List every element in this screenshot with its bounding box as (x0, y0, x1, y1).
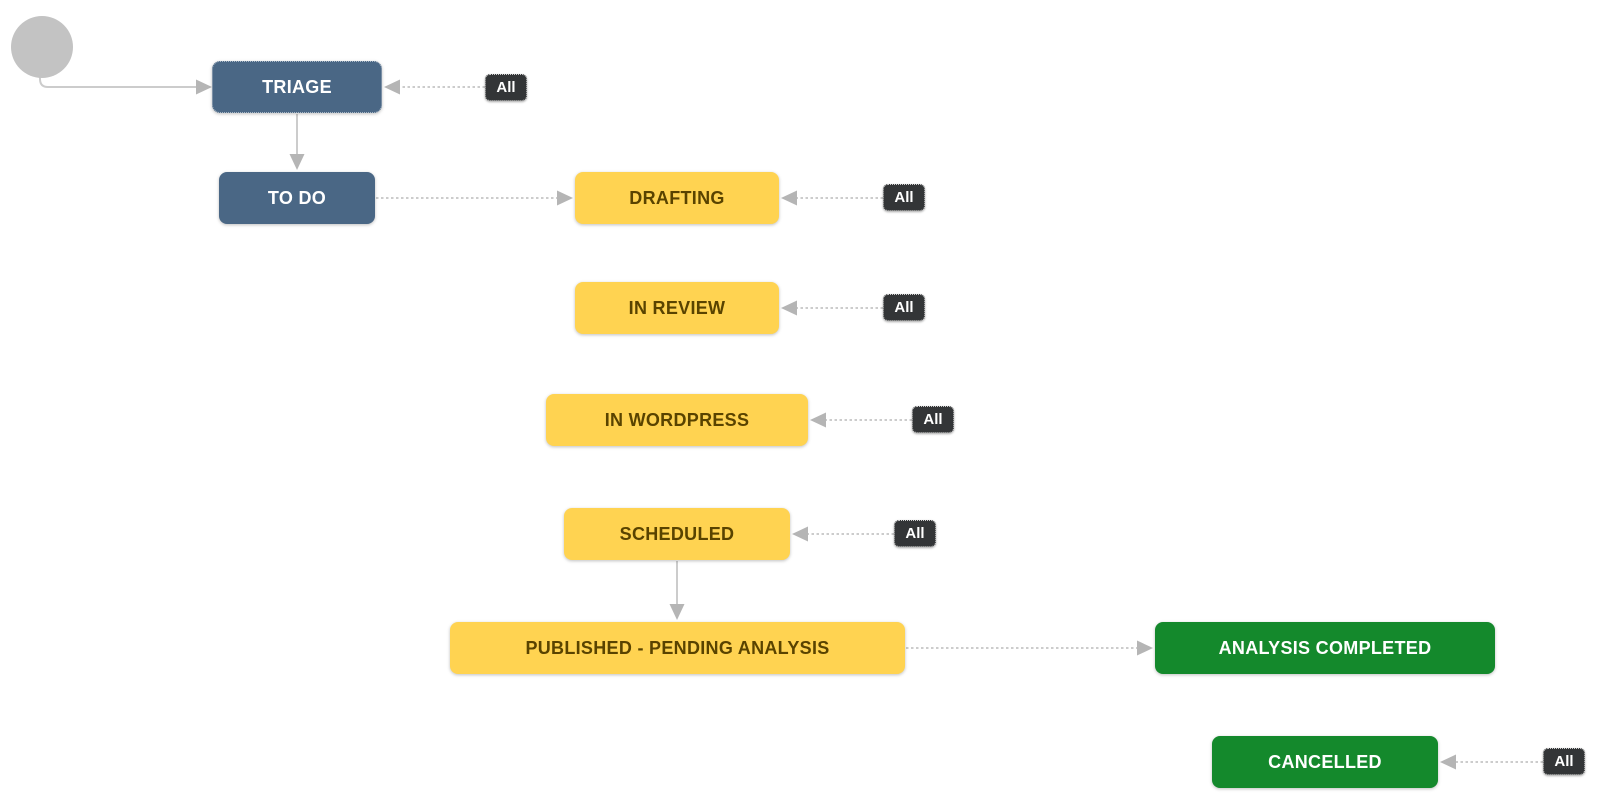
edge-start-to-triage (39, 70, 212, 95)
status-triage[interactable]: TRIAGE (212, 61, 382, 113)
status-drafting[interactable]: DRAFTING (575, 172, 779, 224)
status-scheduled[interactable]: SCHEDULED (564, 508, 790, 560)
transition-badge-all-in-wordpress[interactable]: All (912, 406, 954, 433)
status-in-wordpress[interactable]: IN WORDPRESS (546, 394, 808, 446)
edge-all-to-in-review (781, 300, 883, 316)
status-to-do[interactable]: TO DO (219, 172, 375, 224)
transition-badge-all-scheduled[interactable]: All (894, 520, 936, 547)
edge-all-to-scheduled (792, 526, 894, 542)
status-in-review[interactable]: IN REVIEW (575, 282, 779, 334)
status-published-pending-analysis[interactable]: PUBLISHED - PENDING ANALYSIS (450, 622, 905, 674)
transition-badge-all-triage[interactable]: All (485, 74, 527, 101)
start-node-circle[interactable] (11, 16, 73, 78)
edge-published-to-analysis-completed (906, 640, 1153, 656)
transition-badge-all-cancelled[interactable]: All (1543, 748, 1585, 775)
edge-triage-to-todo (289, 114, 305, 170)
status-analysis-completed[interactable]: ANALYSIS COMPLETED (1155, 622, 1495, 674)
status-cancelled[interactable]: CANCELLED (1212, 736, 1438, 788)
edge-all-to-drafting (781, 190, 883, 206)
transition-badge-all-in-review[interactable]: All (883, 294, 925, 321)
edge-all-to-cancelled (1440, 754, 1543, 770)
edge-all-to-triage (384, 79, 485, 95)
edge-scheduled-to-published (669, 561, 685, 620)
edge-todo-to-drafting (376, 190, 573, 206)
edge-all-to-in-wordpress (810, 412, 912, 428)
transition-badge-all-drafting[interactable]: All (883, 184, 925, 211)
